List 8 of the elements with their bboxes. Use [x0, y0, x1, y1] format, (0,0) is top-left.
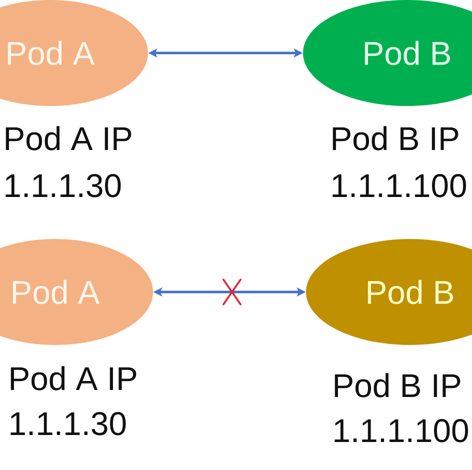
- ip-label: Pod B IP: [334, 373, 460, 398]
- ip-label: Pod A IP: [6, 126, 132, 150]
- ip-label: Pod B IP: [332, 126, 458, 150]
- ip-label: Pod A IP: [10, 366, 136, 390]
- ip-address: 1.1.1.100: [334, 419, 468, 442]
- ip-address: 1.1.1.30: [6, 174, 121, 198]
- ip-address: 1.1.1.30: [10, 412, 126, 436]
- ip-address: 1.1.1.100: [332, 174, 466, 198]
